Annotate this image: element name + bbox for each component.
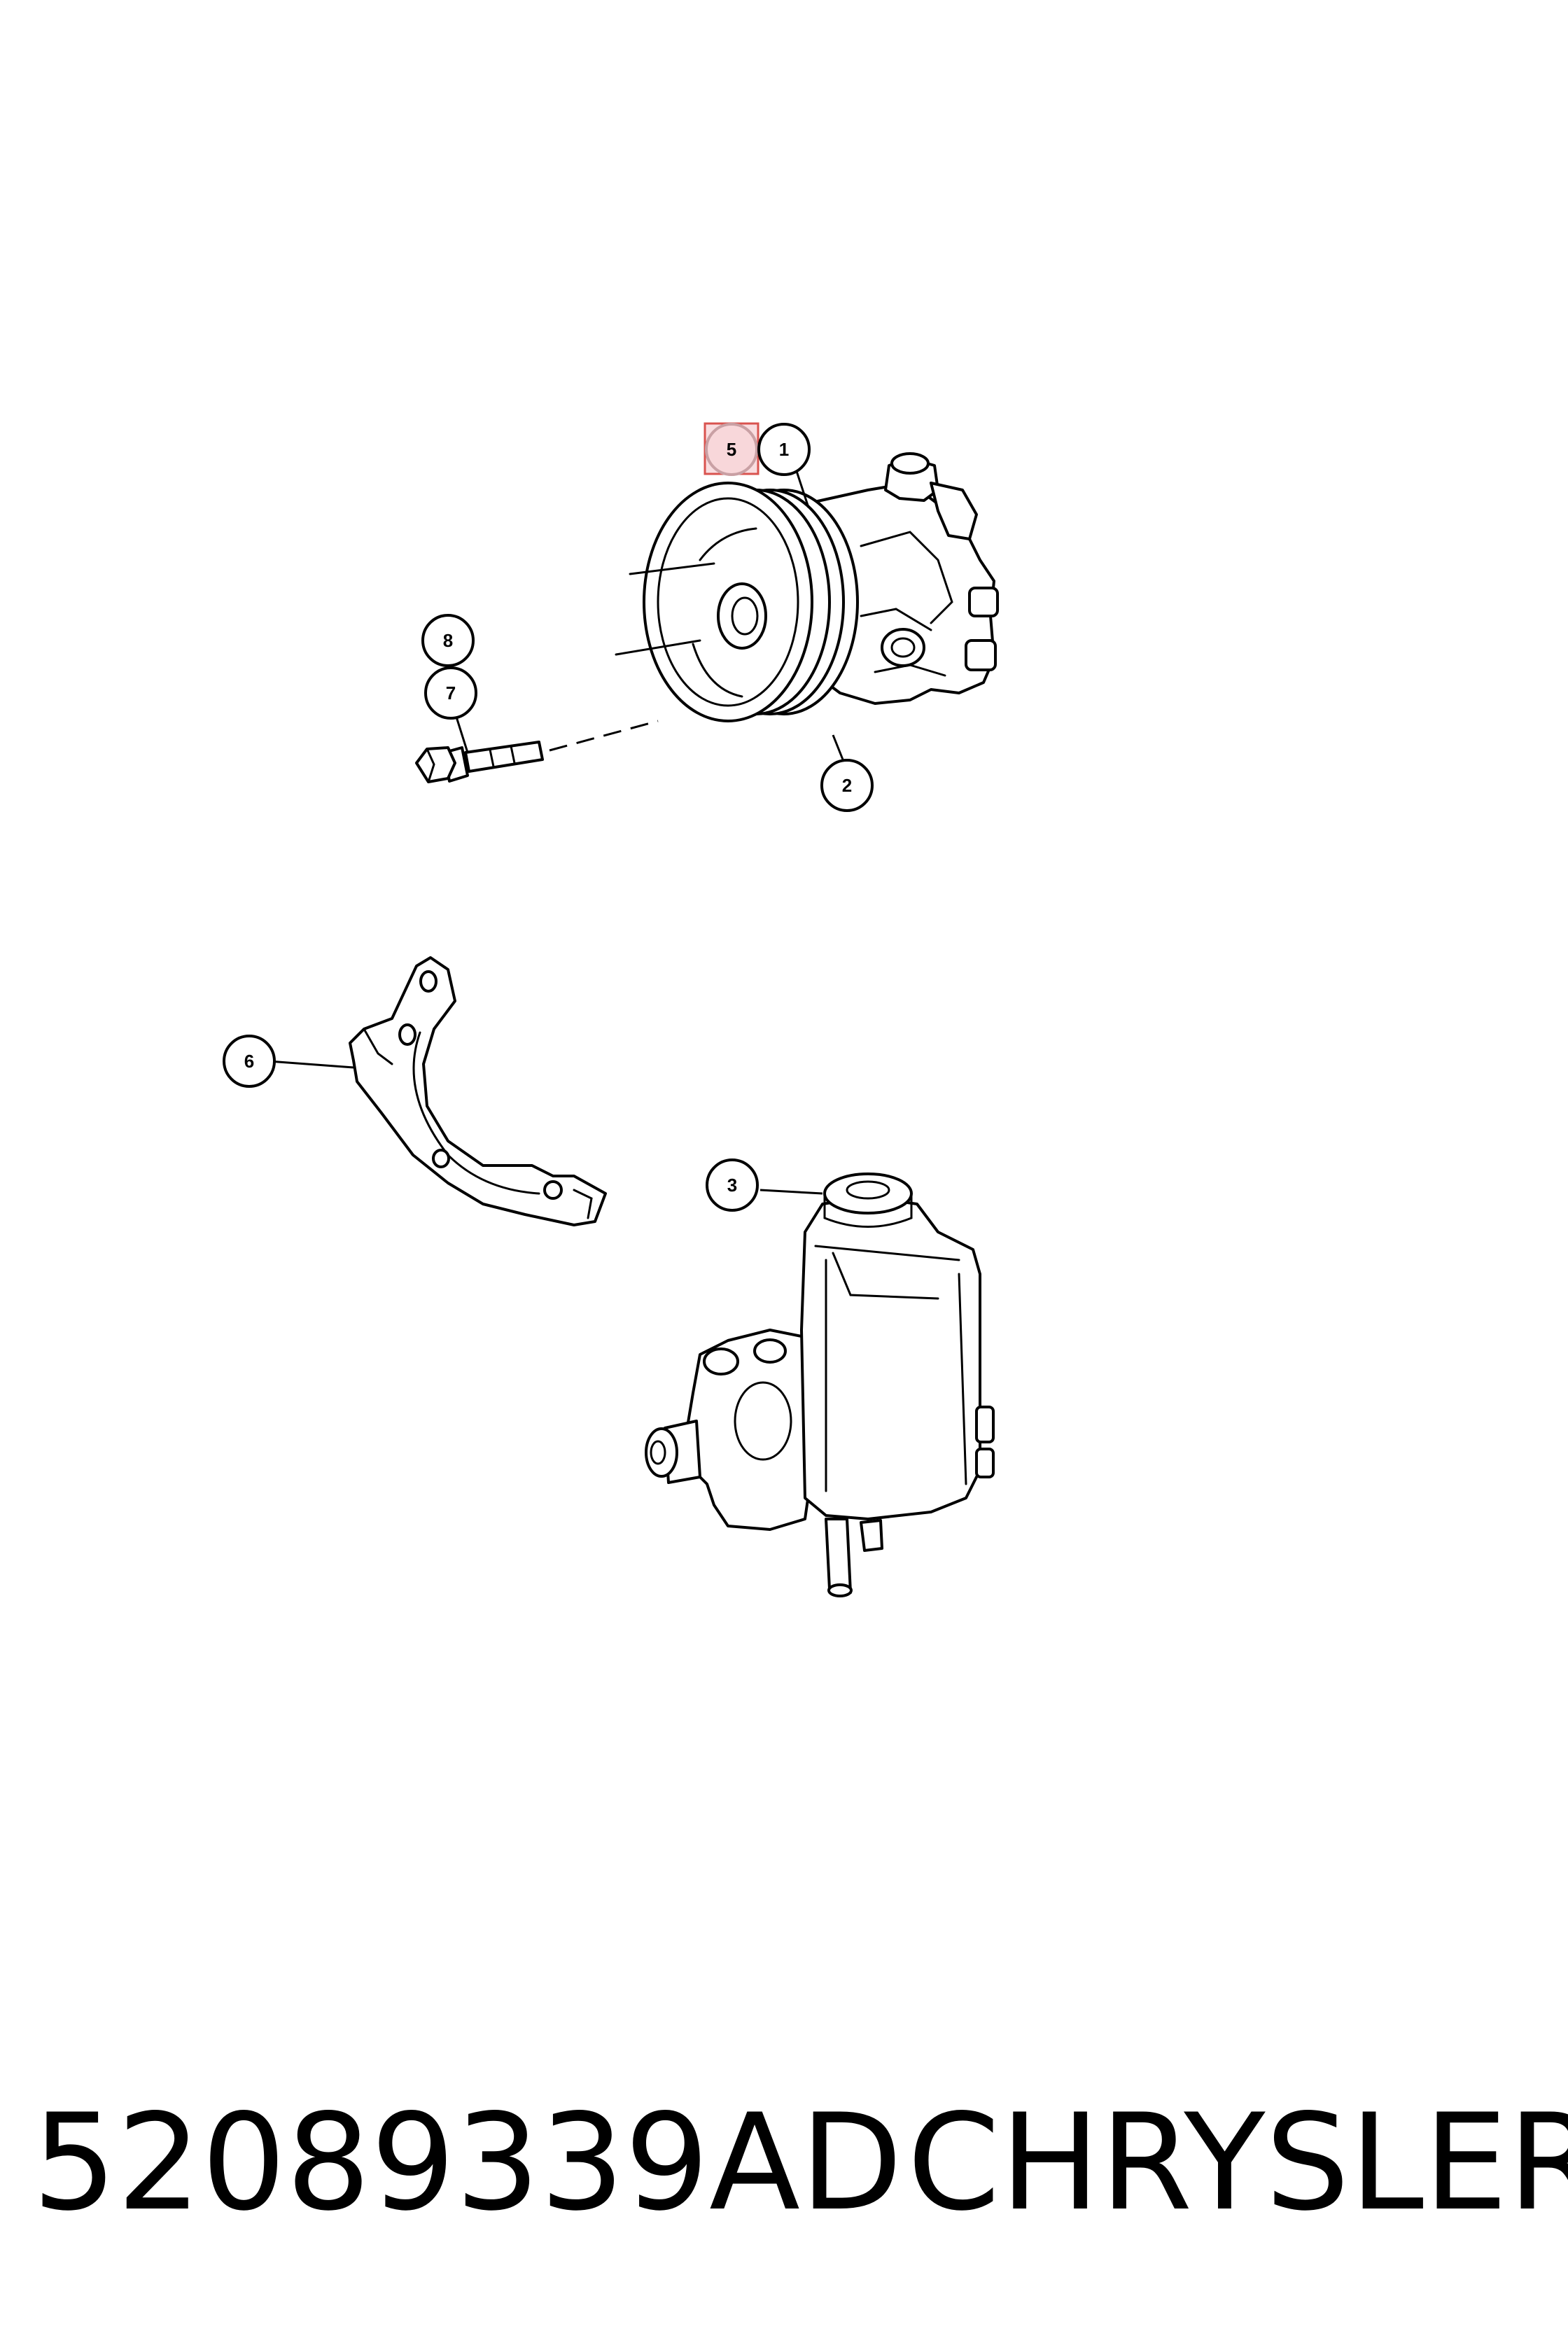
leader-line-3 bbox=[760, 1189, 823, 1195]
callout-2-label: 2 bbox=[842, 775, 852, 796]
callout-5[interactable]: 5 bbox=[704, 422, 760, 476]
bolt-illustration bbox=[415, 720, 659, 783]
callout-7[interactable]: 7 bbox=[424, 666, 477, 720]
callout-1[interactable]: 1 bbox=[757, 423, 811, 476]
brand-name: CHRYSLER bbox=[907, 2085, 1568, 2240]
part-number: 52089339AD bbox=[32, 2085, 903, 2240]
callout-1-label: 1 bbox=[779, 439, 789, 460]
callout-8-label: 8 bbox=[443, 630, 453, 651]
callout-8[interactable]: 8 bbox=[421, 614, 475, 667]
callout-6[interactable]: 6 bbox=[223, 1035, 276, 1088]
callout-6-label: 6 bbox=[244, 1051, 254, 1072]
callout-3-label: 3 bbox=[727, 1175, 737, 1196]
bracket-illustration bbox=[349, 956, 607, 1226]
callout-3[interactable]: 3 bbox=[706, 1158, 759, 1212]
leader-line-7 bbox=[454, 712, 469, 753]
leader-line-6 bbox=[268, 1060, 354, 1069]
pump-assembly-illustration bbox=[615, 452, 999, 722]
callout-2[interactable]: 2 bbox=[820, 759, 874, 812]
callout-7-label: 7 bbox=[446, 682, 456, 704]
footer: 52089339AD CHRYSLER bbox=[0, 2072, 1568, 2254]
callout-5-label: 5 bbox=[727, 439, 736, 460]
reservoir-pump-illustration bbox=[645, 1172, 995, 1597]
